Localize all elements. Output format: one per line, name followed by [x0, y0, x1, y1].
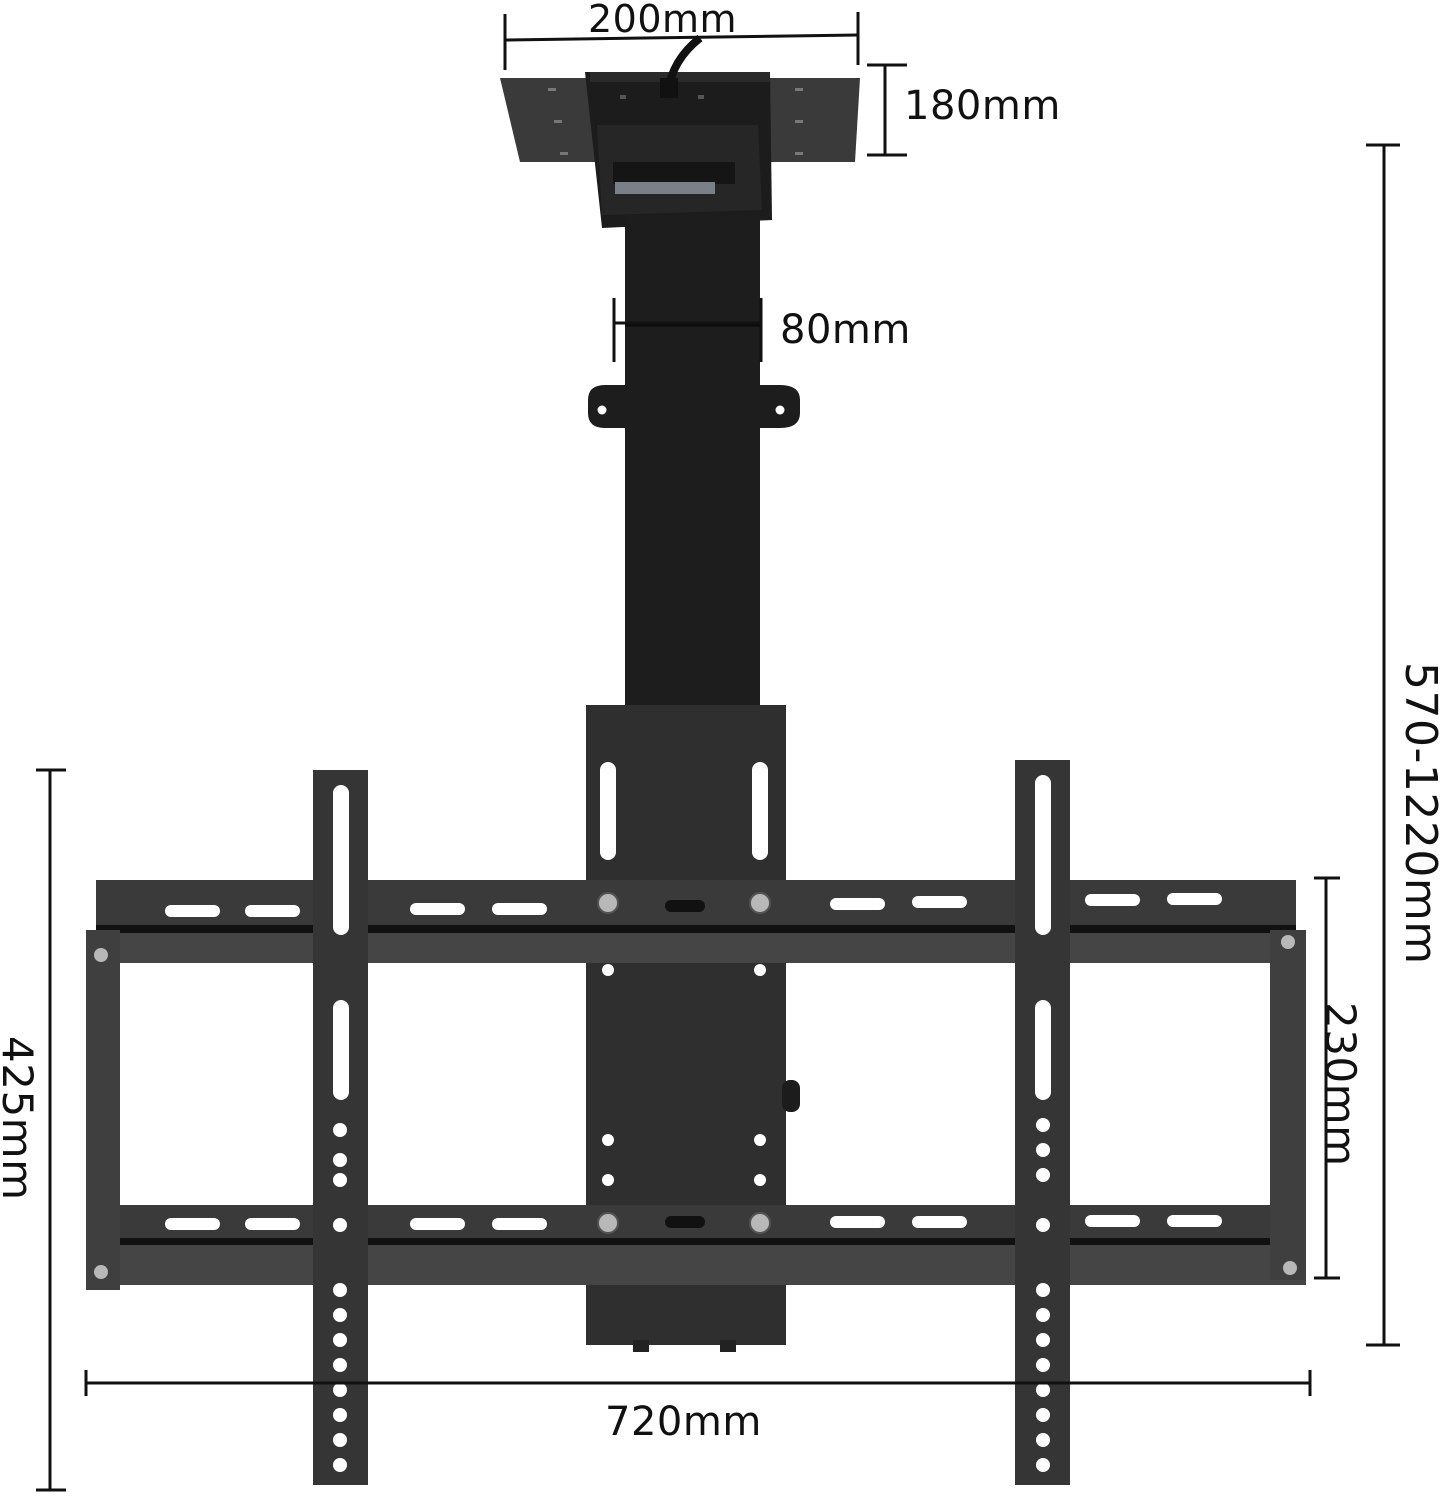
carriage-screws: [597, 892, 771, 1234]
frame-sides: [86, 930, 1306, 1290]
dimension-line-height-range: [1366, 143, 1400, 1347]
label-rail-spacing: 230mm: [1316, 1002, 1365, 1167]
label-top-plate-depth: 180mm: [904, 83, 1061, 129]
telescoping-column: [588, 215, 800, 715]
dimension-line-230mm: [1314, 876, 1340, 1280]
left-vertical-bracket: [313, 770, 368, 1485]
label-bracket-length: 425mm: [0, 1036, 42, 1201]
dimension-line-80mm: [612, 298, 763, 362]
dimension-line-180mm: [867, 63, 907, 157]
label-top-plate-width: 200mm: [588, 0, 738, 41]
dimension-line-425mm: [36, 768, 66, 1492]
right-vertical-bracket: [1015, 760, 1070, 1485]
upper-rail: [96, 880, 1306, 963]
label-height-range: 570-1220mm: [1395, 662, 1445, 965]
lower-rail: [96, 1205, 1306, 1285]
label-column-width: 80mm: [780, 307, 911, 353]
dimension-line-720mm: [84, 1370, 1312, 1396]
motor-housing: [585, 34, 772, 228]
label-overall-width: 720mm: [605, 1399, 762, 1445]
dimension-line-200mm: [503, 12, 860, 70]
